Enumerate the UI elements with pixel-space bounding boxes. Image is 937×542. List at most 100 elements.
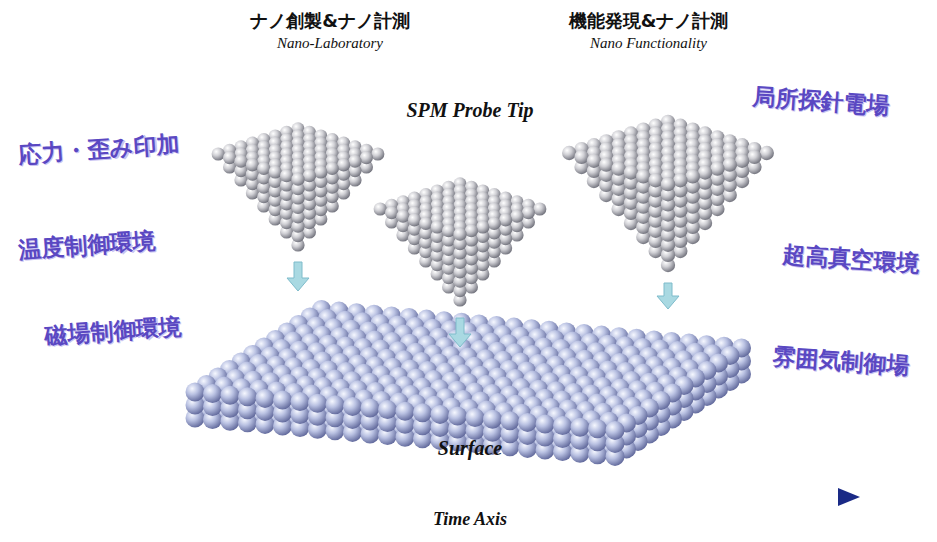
approach-arrows bbox=[287, 262, 679, 347]
probe-tip bbox=[212, 122, 385, 251]
tip-atom bbox=[360, 151, 373, 164]
tip-atom bbox=[385, 206, 398, 219]
probe-tip bbox=[374, 177, 547, 306]
label-slot: 局所探針電場 bbox=[751, 81, 891, 122]
tip-atom bbox=[510, 210, 523, 223]
tip-atom bbox=[760, 146, 774, 160]
stage-ellipse: 機能発現&ナノ計測 Nano Functionality bbox=[505, 0, 792, 62]
text-slot: ナノ創製&ナノ計測 bbox=[250, 9, 410, 33]
down-arrow bbox=[657, 283, 679, 309]
surface-atom bbox=[343, 397, 362, 416]
tip-atom bbox=[747, 150, 761, 164]
surface-atom bbox=[571, 418, 590, 437]
tip-atom bbox=[499, 213, 512, 226]
tip-atom bbox=[587, 154, 601, 168]
tip-atom bbox=[408, 213, 421, 226]
surface-atom bbox=[501, 411, 520, 430]
tip-atom bbox=[599, 158, 613, 172]
tip-atom bbox=[698, 165, 712, 179]
tip-atom bbox=[710, 161, 724, 175]
probe-tip bbox=[562, 115, 774, 273]
label-slot: 雰囲気制御場 bbox=[771, 341, 911, 382]
condition-label: 磁場制御環境 bbox=[43, 313, 182, 349]
tip-atom bbox=[348, 155, 361, 168]
surface-atom bbox=[238, 387, 257, 406]
probe-tips bbox=[212, 115, 774, 307]
tip-atom bbox=[374, 202, 387, 215]
tip-atom bbox=[291, 173, 304, 186]
surface-atom bbox=[273, 391, 292, 410]
ellipse-shape bbox=[186, 1, 474, 61]
surface-atom bbox=[413, 403, 432, 422]
axis-line bbox=[100, 495, 842, 500]
surface-atom bbox=[221, 386, 240, 405]
condition-label: 応力・歪み印加 bbox=[17, 130, 180, 167]
ellipse-outline bbox=[185, 0, 475, 62]
condition-label: 局所探針電場 bbox=[751, 83, 890, 119]
ellipse-shape bbox=[506, 1, 791, 61]
text-slot: Surface bbox=[45, 437, 895, 460]
tip-atom bbox=[212, 147, 225, 160]
tip-atom bbox=[673, 173, 687, 187]
surface-atom bbox=[291, 392, 310, 411]
label-slot: Time Axis bbox=[370, 509, 570, 530]
tip-atom bbox=[326, 162, 339, 175]
tip-atom bbox=[488, 217, 501, 230]
axis-label: Time Axis bbox=[433, 509, 507, 529]
surface-atom bbox=[518, 413, 537, 432]
node-subtitle: Surface bbox=[438, 437, 502, 459]
node-heading: SPM Probe Tip bbox=[406, 99, 533, 121]
node-subtitle: Nano Functionality bbox=[590, 35, 707, 51]
stage-ellipse: ナノ創製&ナノ計測 Nano-Laboratory bbox=[185, 0, 475, 62]
text-slot: Nano-Laboratory bbox=[277, 33, 383, 53]
tip-atom bbox=[246, 158, 259, 171]
surface-atom bbox=[588, 419, 607, 438]
node-subtitle: Nano-Laboratory bbox=[277, 35, 383, 51]
condition-label: 温度制御環境 bbox=[17, 227, 156, 263]
tip-atom bbox=[476, 220, 489, 233]
tip-atom bbox=[686, 169, 700, 183]
tip-atom bbox=[257, 162, 270, 175]
tip-atom bbox=[431, 220, 444, 233]
surface-atom bbox=[448, 407, 467, 426]
tip-atom bbox=[611, 161, 625, 175]
tip-atom bbox=[562, 146, 576, 160]
tip-atom bbox=[280, 169, 293, 182]
surface-atom bbox=[553, 416, 572, 435]
node-heading: ナノ創製&ナノ計測 bbox=[250, 10, 410, 31]
surface-atom bbox=[186, 383, 205, 402]
tip-atom bbox=[624, 165, 638, 179]
surface-atom bbox=[378, 400, 397, 419]
surface-atom bbox=[431, 405, 450, 424]
tip-atom bbox=[234, 155, 247, 168]
tip-atom bbox=[337, 158, 350, 171]
tip-atom bbox=[269, 165, 282, 178]
tip-atom bbox=[419, 217, 432, 230]
tip-atom bbox=[314, 165, 327, 178]
label-slot: 温度制御環境 bbox=[17, 225, 157, 266]
tip-atom bbox=[661, 177, 675, 191]
tip-atom bbox=[371, 147, 384, 160]
label-slot: 超高真空環境 bbox=[781, 239, 921, 280]
tip-atom bbox=[636, 169, 650, 183]
tip-atom bbox=[303, 169, 316, 182]
label-slot: 磁場制御環境 bbox=[43, 311, 183, 352]
down-arrow bbox=[287, 262, 309, 291]
surface-atom bbox=[396, 402, 415, 421]
surface-atom bbox=[326, 395, 345, 414]
text-slot: 機能発現&ナノ計測 bbox=[569, 9, 729, 33]
tip-atom bbox=[465, 224, 478, 237]
tip-atom bbox=[574, 150, 588, 164]
tip-atom bbox=[533, 202, 546, 215]
tip-atom bbox=[223, 151, 236, 164]
surface-atom bbox=[203, 384, 222, 403]
ellipse-outline bbox=[505, 0, 792, 62]
surface-atom bbox=[536, 415, 555, 434]
axis-head bbox=[838, 488, 860, 506]
surface-atom bbox=[606, 421, 625, 440]
surface-atom bbox=[308, 394, 327, 413]
label-slot: 応力・歪み印加 bbox=[17, 128, 181, 170]
tip-atom bbox=[396, 210, 409, 223]
